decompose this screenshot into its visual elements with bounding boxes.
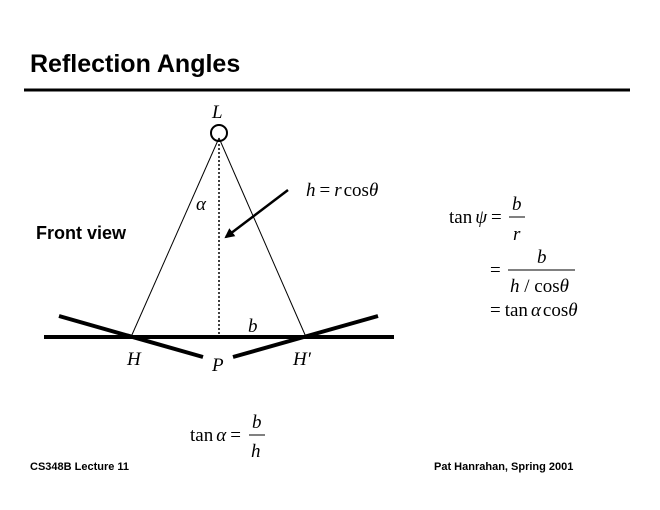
svg-text:b: b [512,194,522,215]
svg-text:b: b [252,412,262,433]
mirror-left [58,314,204,359]
svg-text:=: = [490,260,501,281]
equation-line2: = b h / cosθ [490,247,575,297]
label-P: P [211,355,224,376]
slide-title: Reflection Angles [30,50,240,78]
footer-course: CS348B Lecture 11 [30,461,129,473]
svg-text:h / cosθ: h / cosθ [510,276,569,297]
label-b: b [248,316,258,337]
label-H: H [126,349,142,370]
label-H-prime: H′ [292,349,312,370]
ray-right [218,137,307,338]
front-view-label: Front view [36,223,127,243]
svg-text:h: h [251,441,261,462]
mirror-right [232,314,379,359]
arrow [224,189,289,239]
svg-text:r: r [513,224,521,245]
footer-author: Pat Hanrahan, Spring 2001 [434,461,573,473]
label-alpha: α [196,194,207,215]
label-L: L [211,102,223,123]
ray-left [130,137,220,338]
svg-text:b: b [537,247,547,268]
